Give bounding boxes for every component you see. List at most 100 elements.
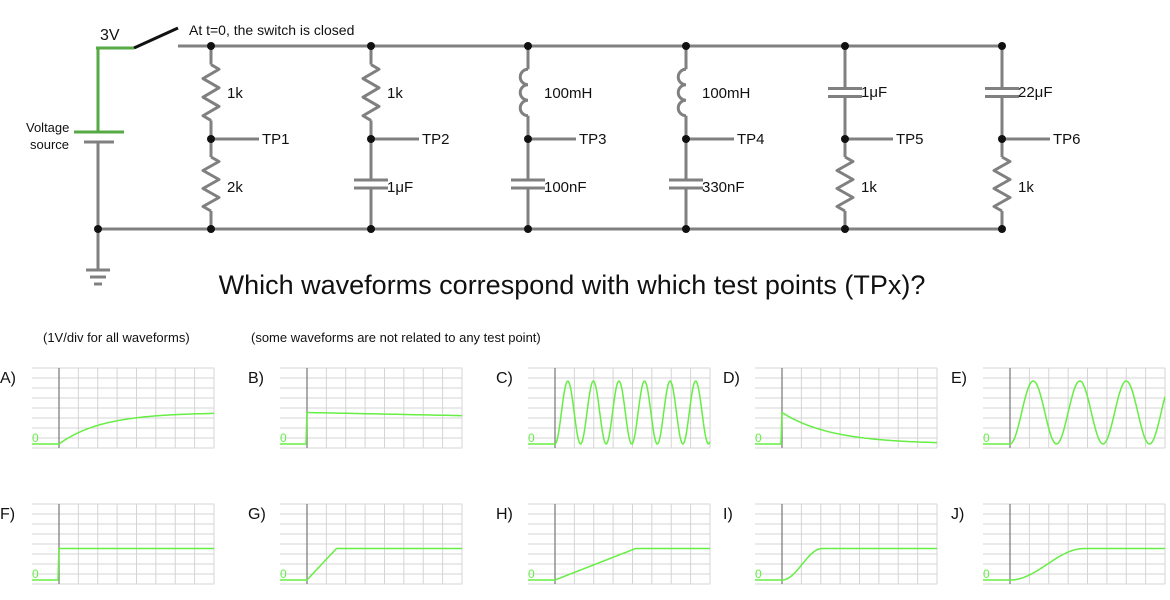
bottom-component-value: 1μF xyxy=(387,179,413,196)
branch-4-top-inductor-icon xyxy=(676,67,687,118)
waveform-panel: E) 0 xyxy=(951,367,1166,449)
waveform-trace xyxy=(280,411,462,445)
waveform-trace xyxy=(32,547,214,581)
junction-dot xyxy=(841,225,849,233)
zero-label: 0 xyxy=(755,567,762,581)
top-component-value: 1k xyxy=(387,85,403,102)
junction-dot xyxy=(524,42,532,50)
waveform-label: B) xyxy=(248,370,264,387)
branch-5: 1μF 1k TP5 xyxy=(828,42,924,233)
waveform-label: F) xyxy=(0,506,15,523)
junction-dot xyxy=(367,135,375,143)
junction-dot xyxy=(207,135,215,143)
junction-dot xyxy=(207,225,215,233)
waveform-trace xyxy=(528,547,710,581)
waveform-label: A) xyxy=(0,370,16,387)
zero-label: 0 xyxy=(32,431,39,445)
test-point-label: TP4 xyxy=(737,131,765,148)
zero-label: 0 xyxy=(983,431,990,445)
zero-label: 0 xyxy=(983,567,990,581)
junction-dot xyxy=(367,42,375,50)
waveform-label: G) xyxy=(248,506,266,523)
bottom-component-value: 330nF xyxy=(702,179,745,196)
branch-3: 100mH 100nF TP3 xyxy=(511,42,607,233)
zero-label: 0 xyxy=(280,431,287,445)
branch-1-bottom-resistor-icon xyxy=(201,155,221,213)
top-component-value: 1k xyxy=(227,85,243,102)
waveform-trace xyxy=(755,547,937,581)
waveform-panels: A)0B)0C)0D)0E)0F)0G)0H)0I)0J)0 xyxy=(0,367,1166,585)
bottom-component-value: 2k xyxy=(227,179,243,196)
junction-dot xyxy=(524,135,532,143)
switch-blade xyxy=(133,26,179,50)
junction-dot xyxy=(998,135,1006,143)
waveform-panel: H) 0 xyxy=(496,503,711,585)
waveform-trace xyxy=(528,379,711,446)
waveform-label: I) xyxy=(723,506,733,523)
source-label-line2: source xyxy=(30,137,69,152)
branch-3-top-inductor-icon xyxy=(518,67,529,118)
waveform-panel: G) 0 xyxy=(248,503,463,585)
branch-1: 1k 2k TP1 xyxy=(201,42,290,233)
junction-dot xyxy=(682,135,690,143)
bottom-component-value: 1k xyxy=(1018,179,1034,196)
waveform-label: C) xyxy=(496,370,513,387)
waveform-trace xyxy=(32,412,214,445)
waveform-panel: B) 0 xyxy=(248,367,463,449)
waveform-label: H) xyxy=(496,506,513,523)
junction-dot xyxy=(998,42,1006,50)
test-point-label: TP6 xyxy=(1053,131,1081,148)
top-component-value: 100mH xyxy=(702,85,750,102)
waveform-panel: A) 0 xyxy=(0,367,215,449)
question-title: Which waveforms correspond with which te… xyxy=(219,270,926,300)
test-point-label: TP3 xyxy=(579,131,607,148)
source-label-line1: Voltage xyxy=(26,120,69,135)
junction-dot xyxy=(682,42,690,50)
junction-dot xyxy=(998,225,1006,233)
circuit-schematic xyxy=(74,26,1002,286)
junction-dot xyxy=(367,225,375,233)
waveform-label: D) xyxy=(723,370,740,387)
waveform-panel: C) 0 xyxy=(496,367,711,449)
switch-note: At t=0, the switch is closed xyxy=(189,22,354,38)
branch-4: 100mH 330nF TP4 xyxy=(669,42,765,233)
branch-5-bottom-resistor-icon xyxy=(835,155,855,213)
test-point-label: TP2 xyxy=(422,131,450,148)
waveform-panel: D) 0 xyxy=(723,367,938,449)
junction-dot xyxy=(682,225,690,233)
waveform-trace xyxy=(983,547,1165,581)
waveform-trace xyxy=(983,380,1166,445)
junction-dot xyxy=(841,42,849,50)
source-voltage-label: 3V xyxy=(100,27,120,44)
branch-1-top-resistor-icon xyxy=(201,63,221,122)
unrelated-note: (some waveforms are not related to any t… xyxy=(251,330,541,345)
branch-2: 1k 1μF TP2 xyxy=(354,42,450,233)
waveform-label: E) xyxy=(951,370,967,387)
waveform-label: J) xyxy=(951,506,964,523)
top-component-value: 100mH xyxy=(544,85,592,102)
waveform-panel: J) 0 xyxy=(951,503,1166,585)
bottom-component-value: 1k xyxy=(861,179,877,196)
zero-label: 0 xyxy=(755,431,762,445)
junction-dot xyxy=(207,42,215,50)
zero-label: 0 xyxy=(528,431,535,445)
bottom-component-value: 100nF xyxy=(544,179,587,196)
waveform-panel: I) 0 xyxy=(723,503,938,585)
branch-6-bottom-resistor-icon xyxy=(992,155,1012,213)
zero-label: 0 xyxy=(32,567,39,581)
zero-label: 0 xyxy=(280,567,287,581)
waveform-trace xyxy=(280,547,462,581)
circuit-branches: 1k 2k TP1 1k 1μF TP2 100mH 100nF TP3 100mH 330nF TP… xyxy=(201,42,1081,233)
test-point-label: TP1 xyxy=(262,131,290,148)
top-component-value: 1μF xyxy=(861,84,887,101)
zero-label: 0 xyxy=(528,567,535,581)
scale-note: (1V/div for all waveforms) xyxy=(43,330,190,345)
waveform-trace xyxy=(755,411,937,445)
test-point-label: TP5 xyxy=(896,131,924,148)
branch-2-top-resistor-icon xyxy=(361,63,381,122)
junction-dot xyxy=(94,225,102,233)
junction-dot xyxy=(841,135,849,143)
junction-dot xyxy=(524,225,532,233)
